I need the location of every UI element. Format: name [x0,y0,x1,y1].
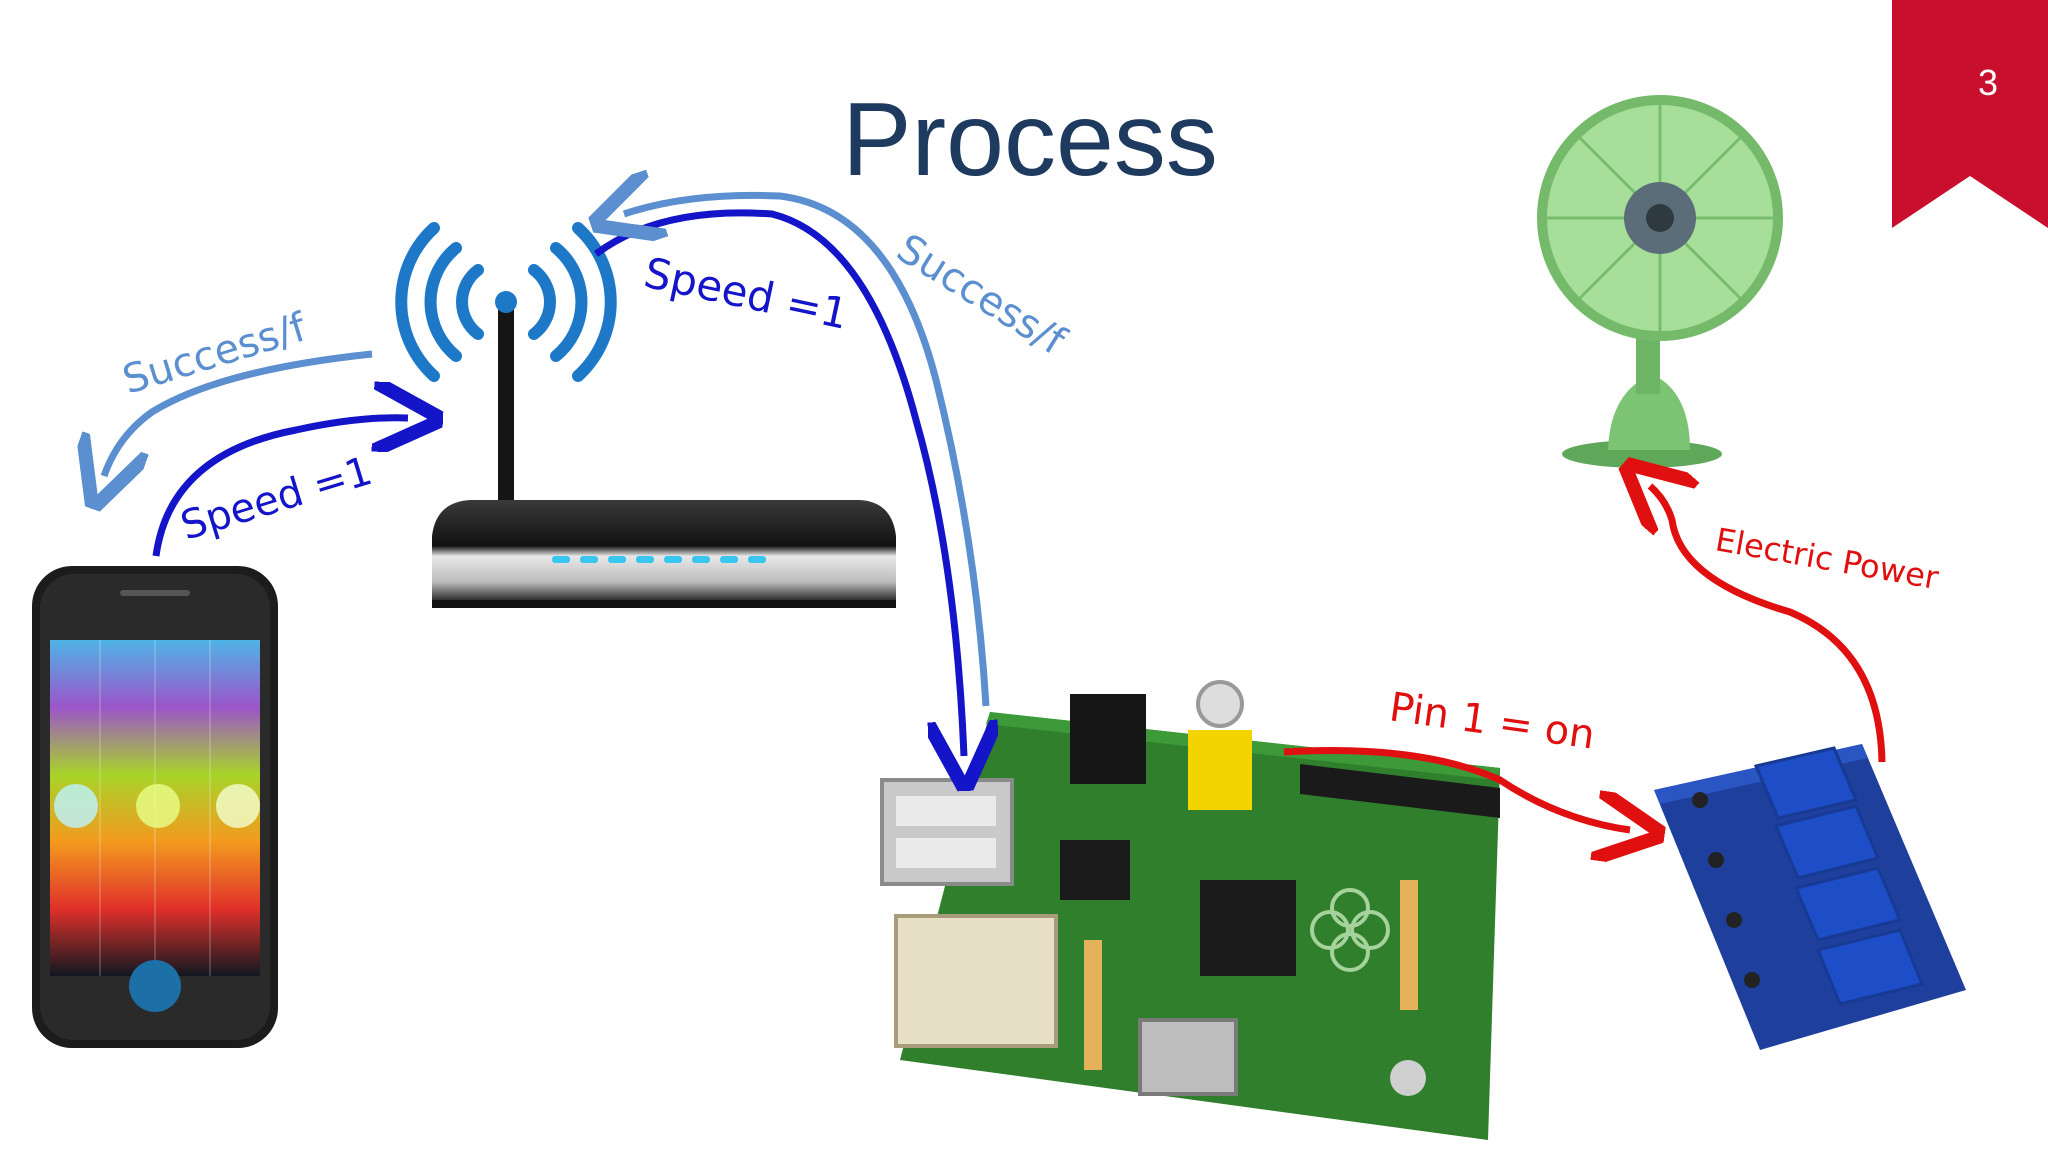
label-pi-to-router: Success/f [889,225,1074,364]
label-pi-to-relay: Pin 1 = on [1387,684,1598,758]
label-router-to-phone: Success/f [117,304,312,403]
relay-module-icon [1654,744,1966,1050]
arrow-phone-to-router [152,418,408,557]
arrow-pi-to-router [624,195,990,707]
label-relay-to-fan: Electric Power [1713,520,1943,597]
arrow-relay-to-fan [1650,486,1886,763]
arrow-pi-to-relay [1283,747,1630,830]
page-number-badge [1892,0,2048,228]
arrow-router-to-phone [104,350,373,476]
smartphone-icon [32,566,278,1048]
label-router-to-pi: Speed =1 [640,248,853,339]
slide-title: Process [842,82,1218,198]
arrow-router-to-pi [593,209,964,756]
desk-fan-icon [1537,95,1783,468]
wifi-router-icon [395,222,896,608]
page-number: 3 [1977,62,1999,103]
raspberry-pi-board-icon [880,680,1500,1140]
